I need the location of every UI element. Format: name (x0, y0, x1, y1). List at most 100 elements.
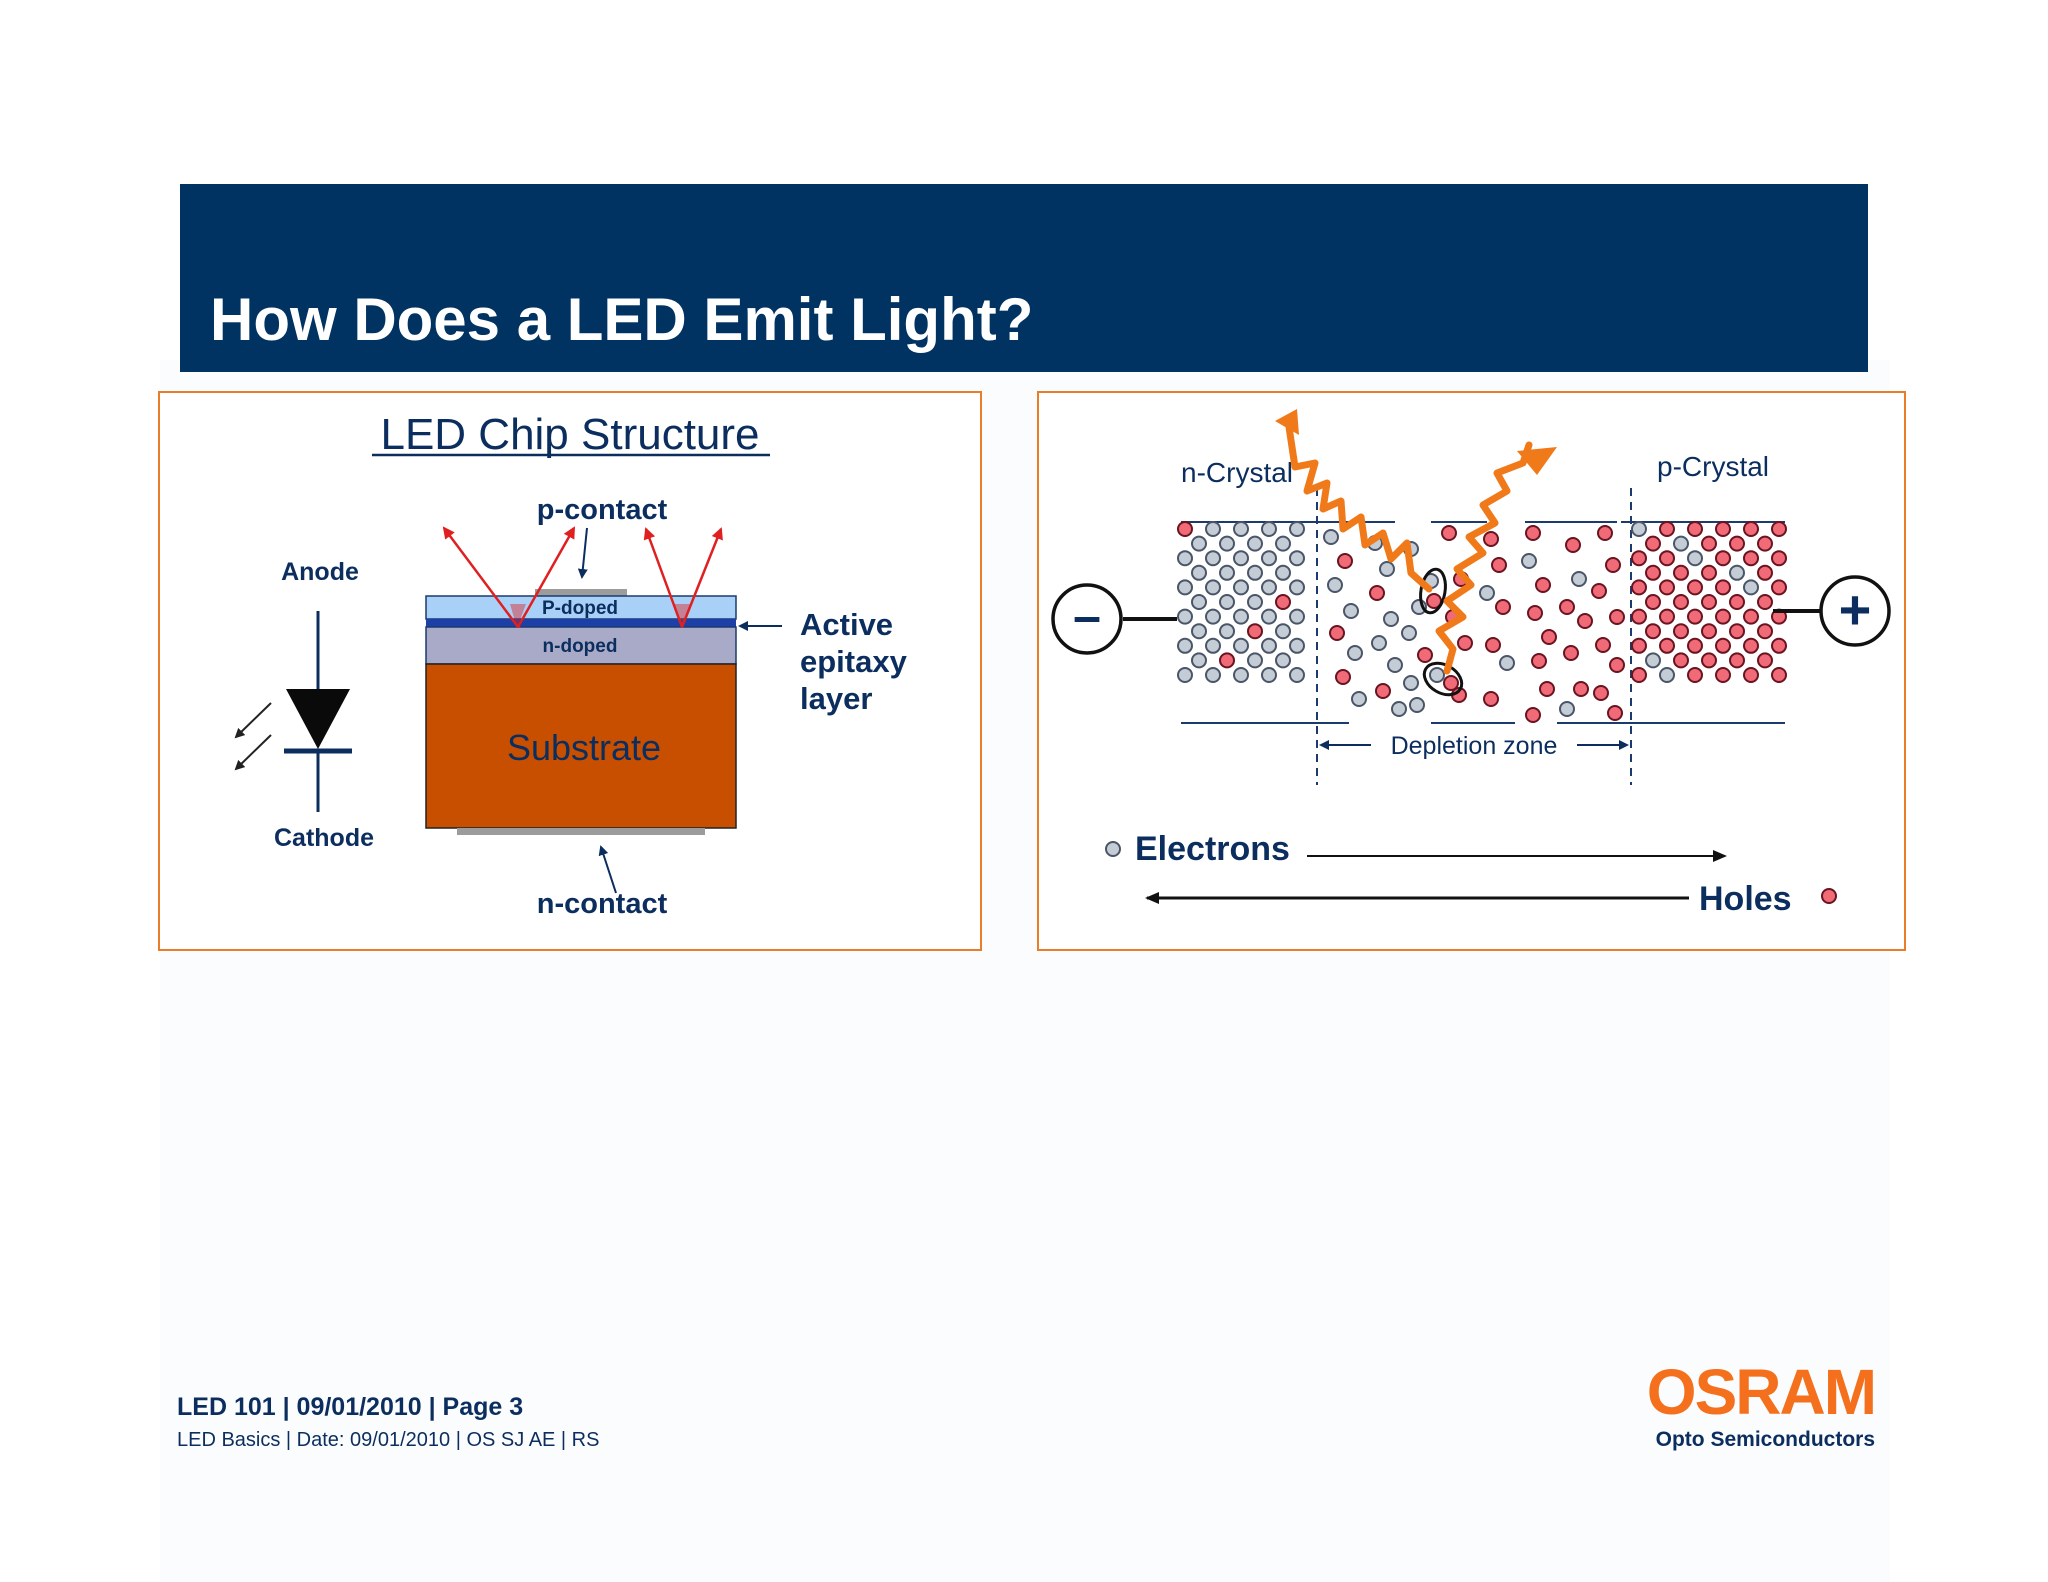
hole (1483, 531, 1499, 547)
emission-cone-right (643, 527, 723, 628)
electron (1205, 667, 1221, 683)
electron (1233, 667, 1249, 683)
hole (1771, 637, 1787, 654)
hole (1715, 550, 1731, 567)
electron (1205, 521, 1221, 537)
electron (1247, 652, 1263, 669)
hole (1247, 623, 1263, 640)
hole (1701, 535, 1717, 552)
holes-label: Holes (1699, 880, 1792, 918)
hole (1219, 652, 1235, 669)
hole (1645, 623, 1661, 640)
hole (1527, 605, 1543, 621)
electron (1499, 655, 1515, 671)
footer-meta: LED Basics | Date: 09/01/2010 | OS SJ AE… (177, 1429, 600, 1451)
electron (1275, 652, 1291, 669)
hole (1757, 594, 1773, 610)
electron (1347, 645, 1363, 661)
pn-junction-diagram: n-Crystal p-Crystal Depletion zone (1051, 409, 1891, 918)
electron (1275, 623, 1291, 640)
hole (1701, 623, 1717, 640)
chip-structure-heading: LED Chip Structure (380, 410, 759, 459)
electron (1205, 608, 1221, 625)
electron (1729, 564, 1745, 581)
hole (1743, 550, 1759, 567)
hole (1715, 579, 1731, 596)
electron (1289, 637, 1305, 654)
electron (1383, 611, 1399, 627)
hole (1687, 637, 1703, 654)
electron (1261, 608, 1277, 625)
electron (1177, 550, 1193, 567)
hole (1565, 537, 1581, 553)
electron (1289, 579, 1305, 596)
hole (1701, 652, 1717, 669)
hole (1715, 521, 1731, 537)
hole (1645, 535, 1661, 552)
electron (1247, 535, 1263, 552)
hole (1659, 637, 1675, 654)
hole (1729, 652, 1745, 669)
hole-legend-icon (1821, 888, 1837, 904)
cathode-label: Cathode (274, 824, 374, 852)
n-contact-pad (457, 828, 705, 835)
electron (1261, 579, 1277, 596)
hole (1645, 594, 1661, 610)
hole (1593, 685, 1609, 701)
hole (1605, 557, 1621, 573)
p-contact-pad (535, 589, 627, 596)
electron (1205, 637, 1221, 654)
hole (1609, 657, 1625, 673)
n-doped-label: n-doped (543, 636, 618, 657)
hole (1771, 521, 1787, 537)
osram-logo: OSRAM Opto Semiconductors (1645, 1360, 1877, 1452)
electron (1219, 623, 1235, 640)
hole (1715, 667, 1731, 683)
electron (1219, 535, 1235, 552)
photon-wave-1 (1285, 423, 1433, 593)
hole (1687, 579, 1703, 596)
n-contact-arrow (598, 845, 617, 894)
hole (1743, 608, 1759, 625)
electron (1275, 535, 1291, 552)
hole (1177, 521, 1193, 537)
electron (1261, 667, 1277, 683)
electron (1275, 564, 1291, 581)
p-crystal-label: p-Crystal (1657, 451, 1769, 482)
hole (1457, 635, 1473, 651)
electron (1429, 667, 1445, 683)
active-layer (426, 619, 736, 627)
hole (1715, 608, 1731, 625)
recombination-pair-1 (1419, 567, 1447, 615)
active-label-line-3: layer (800, 681, 872, 716)
electron (1379, 561, 1395, 577)
hole (1687, 608, 1703, 625)
hole (1687, 667, 1703, 683)
electron-particles (1177, 521, 1759, 717)
hole (1729, 623, 1745, 640)
hole (1539, 681, 1555, 697)
hole (1443, 675, 1459, 691)
electron (1479, 585, 1495, 601)
electron (1191, 594, 1207, 610)
hole (1535, 577, 1551, 593)
hole (1743, 667, 1759, 683)
electron (1743, 579, 1759, 596)
hole-particles (1177, 521, 1787, 723)
hole (1771, 579, 1787, 596)
hole (1687, 521, 1703, 537)
minus-terminal (1051, 583, 1123, 655)
hole (1645, 564, 1661, 581)
diode-triangle (286, 689, 350, 749)
pn-junction-panel: n-Crystal p-Crystal Depletion zone (1037, 391, 1906, 951)
electron (1387, 657, 1403, 673)
emission-cone-left (442, 526, 576, 629)
electron (1261, 521, 1277, 537)
electron (1261, 637, 1277, 654)
p-contact-arrow (577, 527, 588, 579)
plus-terminal (1819, 575, 1891, 647)
hole (1757, 623, 1773, 640)
electron (1233, 608, 1249, 625)
n-contact-label: n-contact (537, 888, 668, 920)
electron (1191, 652, 1207, 669)
